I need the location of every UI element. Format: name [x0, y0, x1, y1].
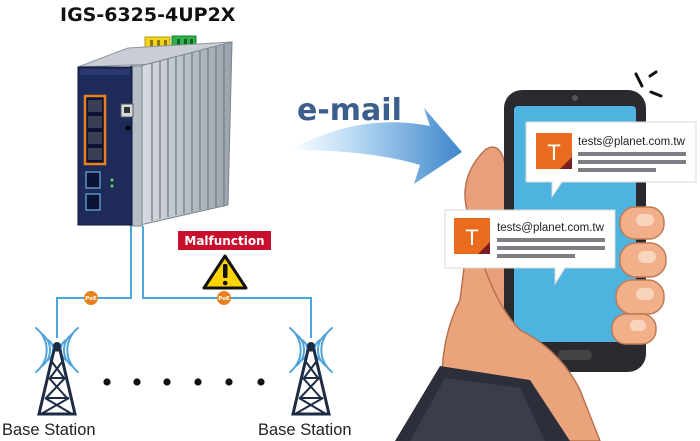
- svg-text:PoE: PoE: [85, 296, 97, 302]
- poe-ports-group: [83, 94, 107, 166]
- email-arrow: [290, 108, 462, 184]
- industrial-switch: [77, 35, 233, 227]
- device-model-title: IGS-6325-4UP2X: [60, 4, 236, 26]
- svg-text:T: T: [465, 225, 478, 250]
- svg-text:T: T: [547, 140, 560, 165]
- malfunction-badge: [178, 231, 271, 250]
- tower-icon-right: [289, 327, 333, 416]
- sender-address: tests@planet.com.tw: [497, 222, 605, 234]
- base-station-label-left: Base Station: [2, 421, 96, 439]
- more-stations-ellipsis: [103, 378, 265, 386]
- sfp-port-2: [85, 193, 101, 211]
- base-station-label-right: Base Station: [258, 421, 352, 439]
- poe-badge-left: PoE: [84, 291, 98, 305]
- notification-bubble-bottom: T tests@planet.com.tw: [444, 209, 616, 286]
- phone-home-bar: [558, 350, 592, 360]
- sfp-port-1: [85, 171, 101, 189]
- malfunction-label: Malfunction: [184, 234, 264, 248]
- poe-badge-right: PoE: [217, 291, 231, 305]
- svg-text:PoE: PoE: [218, 296, 230, 302]
- sender-address: tests@planet.com.tw: [578, 136, 686, 148]
- email-label: e-mail: [297, 93, 402, 128]
- notification-bubble-top: T tests@planet.com.tw: [525, 121, 697, 199]
- tower-icon-left: [35, 327, 79, 416]
- warning-icon: [202, 254, 248, 290]
- heat-sink-fins: [151, 45, 225, 221]
- notification-sparkle-icon: [634, 70, 663, 98]
